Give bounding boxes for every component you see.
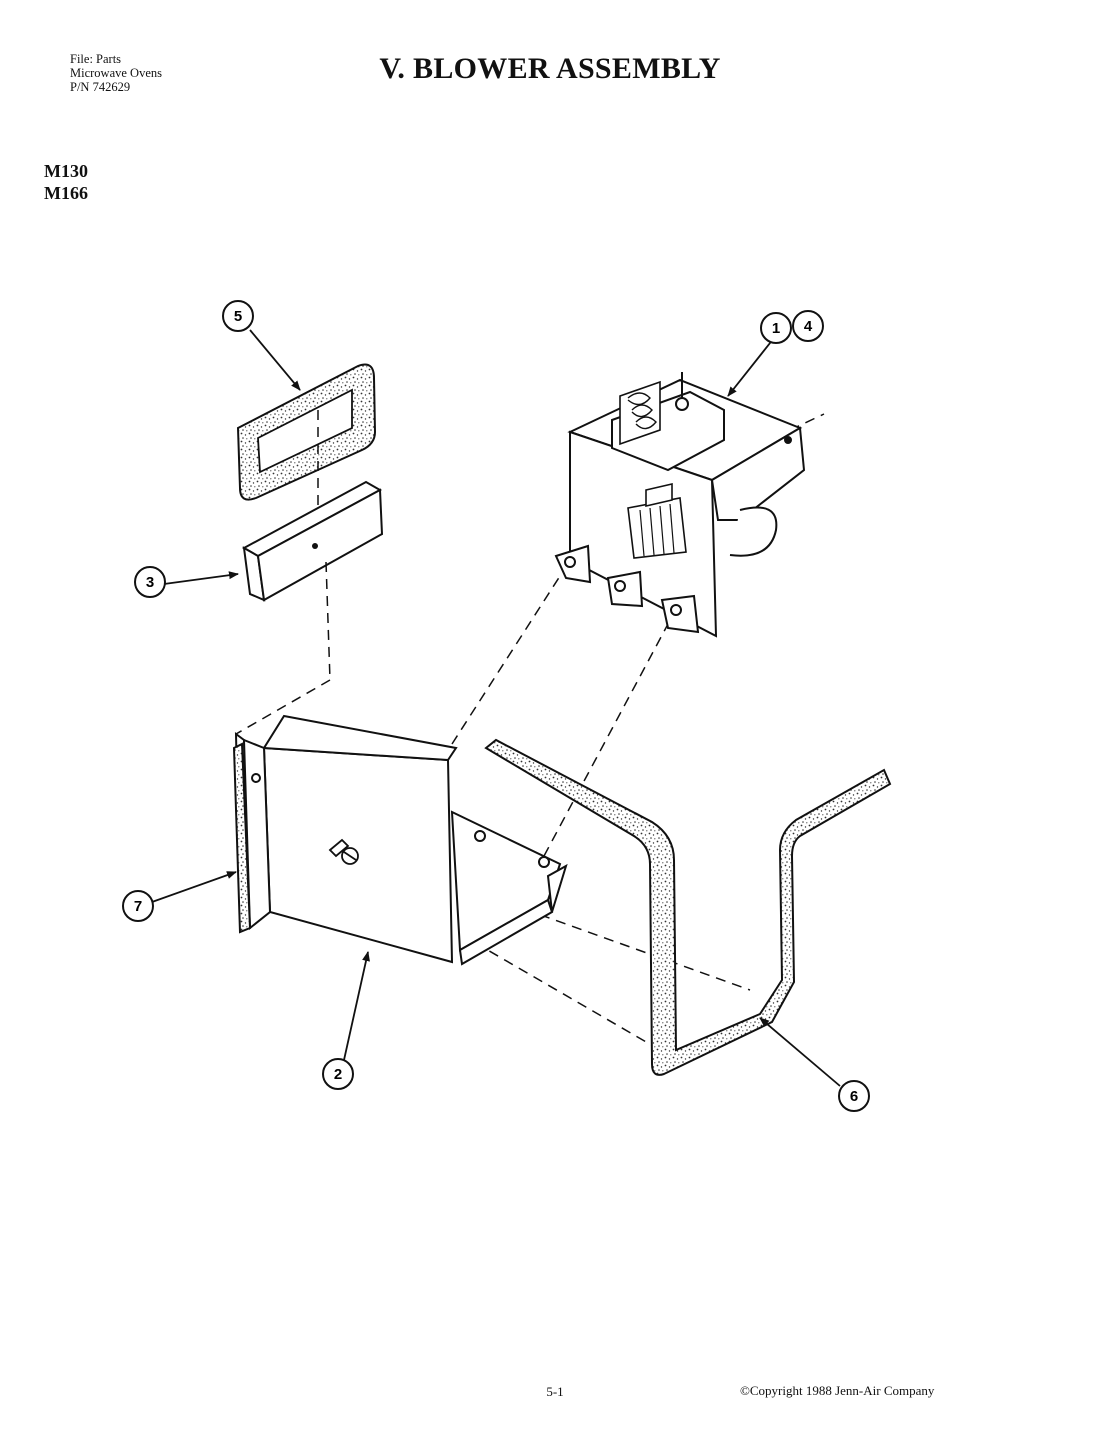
file-info-line-3: P/N 742629 [70,80,131,94]
model-m166: M166 [44,183,88,203]
svg-text:5: 5 [234,308,242,325]
gasket-frame-part-5 [236,363,377,501]
callout-7: 7 [122,890,154,922]
model-list: M130 M166 [44,160,88,204]
svg-text:4: 4 [804,318,813,335]
blower-motor-part-1-4 [554,372,806,638]
svg-text:7: 7 [134,898,142,915]
long-gasket-part-6 [484,738,892,1076]
callout-2: 2 [322,1058,354,1090]
copyright-notice: ©Copyright 1988 Jenn-Air Company [740,1383,935,1398]
edge-gasket-part-7 [232,742,252,934]
svg-text:6: 6 [850,1088,858,1105]
model-m130: M130 [44,161,88,181]
callout-4: 4 [792,310,824,342]
callout-3: 3 [134,566,166,598]
file-info-line-1: File: Parts [70,52,122,66]
callout-6: 6 [838,1080,870,1112]
page-number: 5-1 [546,1384,564,1399]
svg-text:1: 1 [772,320,780,337]
callout-1: 1 [760,312,792,344]
filter-block-part-3 [241,480,384,602]
svg-text:2: 2 [334,1066,342,1083]
file-info: File: Parts Microwave Ovens P/N 742629 [70,52,162,94]
callout-leaders [151,329,841,1087]
svg-text:3: 3 [146,574,154,591]
page-title: V. BLOWER ASSEMBLY [379,52,721,85]
screw-icon [328,838,359,865]
file-info-line-2: Microwave Ovens [70,66,162,80]
callout-5: 5 [222,300,254,332]
